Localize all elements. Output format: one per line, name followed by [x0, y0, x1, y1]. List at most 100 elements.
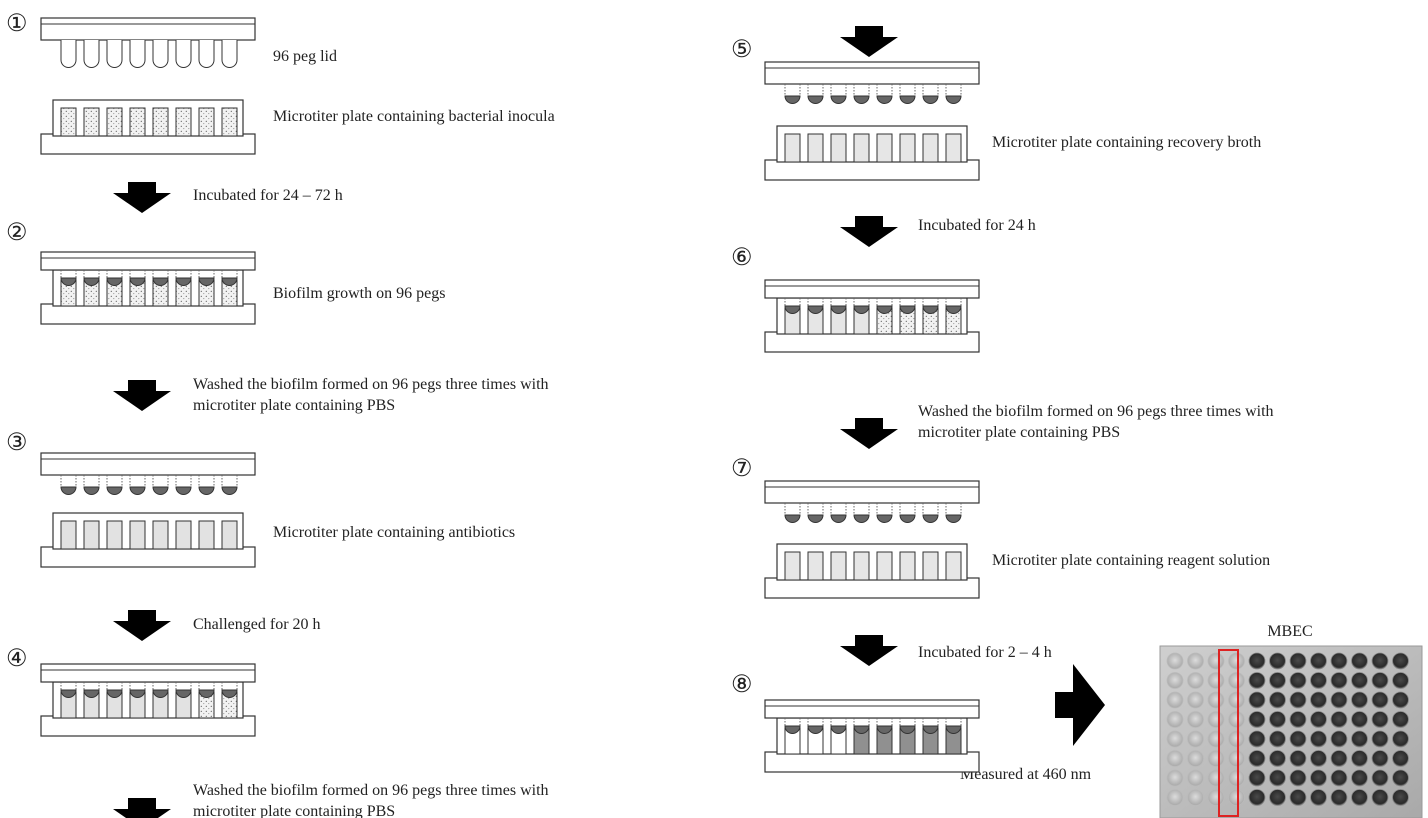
biofilm-peg: [784, 725, 801, 734]
biofilm-peg: [60, 689, 77, 698]
step-1-plate-label: Microtiter plate containing bacterial in…: [273, 108, 555, 125]
plate-well: [129, 520, 146, 550]
step-8-number: ⑧: [731, 672, 753, 698]
dark-well: [1269, 652, 1286, 670]
transition-6-text-line2: microtiter plate containing PBS: [918, 424, 1120, 441]
dark-well: [1371, 711, 1389, 728]
peg: [175, 40, 192, 68]
dark-well: [1392, 730, 1409, 748]
dark-well: [1248, 769, 1266, 787]
plate-well: [922, 551, 939, 581]
clear-well: [1166, 672, 1184, 689]
plate-well: [945, 551, 962, 581]
biofilm-peg: [853, 305, 870, 314]
dark-well: [1351, 691, 1368, 709]
dark-well: [1310, 711, 1327, 728]
clear-well: [1207, 652, 1225, 670]
dark-well: [1289, 730, 1307, 748]
clear-well: [1228, 730, 1245, 748]
step-2-number: ②: [6, 220, 28, 246]
biofilm-peg: [945, 305, 962, 314]
dark-well: [1310, 789, 1327, 806]
biofilm-peg: [945, 725, 962, 734]
dark-well: [1269, 691, 1286, 709]
peg: [198, 40, 215, 68]
clear-well: [1228, 711, 1245, 728]
clear-well: [1187, 789, 1204, 806]
plate-well: [152, 107, 169, 137]
dark-well: [1351, 769, 1368, 787]
plate-well: [830, 551, 847, 581]
transition-3-text: Challenged for 20 h: [193, 616, 321, 633]
dark-well: [1351, 711, 1368, 728]
clear-well: [1187, 691, 1204, 709]
plate-well: [876, 551, 893, 581]
dark-well: [1289, 711, 1307, 728]
plate-well: [807, 133, 824, 163]
mbec-title: MBEC: [1267, 623, 1312, 640]
biofilm-peg: [60, 277, 77, 286]
dark-well: [1310, 769, 1327, 787]
biofilm-peg: [830, 725, 847, 734]
biofilm-peg: [152, 689, 169, 698]
step-7-number: ⑦: [731, 456, 753, 482]
transition-2-text-line1: Washed the biofilm formed on 96 pegs thr…: [193, 376, 549, 393]
plate-well: [899, 551, 916, 581]
dark-well: [1371, 691, 1389, 709]
biofilm-peg: [784, 95, 801, 104]
clear-well: [1166, 730, 1184, 748]
step-7-plate-label: Microtiter plate containing reagent solu…: [992, 552, 1270, 569]
transition-7-text: Incubated for 2 – 4 h: [918, 644, 1052, 661]
plate-well: [106, 107, 123, 137]
peg: [83, 40, 100, 68]
biofilm-peg: [83, 277, 100, 286]
peg: [106, 40, 123, 68]
clear-well: [1166, 691, 1184, 709]
down-arrow-1: [113, 182, 171, 213]
plate-well: [221, 520, 238, 550]
biofilm-peg: [198, 689, 215, 698]
down-arrow-4: [113, 798, 171, 818]
dark-well: [1248, 691, 1266, 709]
peg-lid: [764, 480, 980, 523]
biofilm-peg: [83, 689, 100, 698]
biofilm-peg: [198, 486, 215, 495]
dark-well: [1392, 652, 1409, 670]
biofilm-peg: [830, 514, 847, 523]
plate-well: [198, 520, 215, 550]
plate-well: [83, 107, 100, 137]
clear-well: [1228, 769, 1245, 787]
clear-well: [1166, 750, 1184, 767]
clear-well: [1228, 652, 1245, 670]
biofilm-peg: [106, 277, 123, 286]
plate-well: [106, 520, 123, 550]
dark-well: [1392, 711, 1409, 728]
step-1-number: ①: [6, 11, 28, 37]
biofilm-peg: [876, 725, 893, 734]
dark-well: [1310, 652, 1327, 670]
biofilm-peg: [129, 486, 146, 495]
plate-well: [175, 520, 192, 550]
dark-well: [1392, 769, 1409, 787]
step-4-number: ④: [6, 646, 28, 672]
clear-well: [1166, 711, 1184, 728]
biofilm-peg: [175, 277, 192, 286]
plate-well: [807, 551, 824, 581]
clear-well: [1207, 691, 1225, 709]
dark-well: [1248, 750, 1266, 767]
dark-well: [1351, 652, 1368, 670]
peg-lid-label: 96 peg lid: [273, 48, 337, 65]
clear-well: [1207, 672, 1225, 689]
biofilm-peg: [175, 689, 192, 698]
peg: [152, 40, 169, 68]
dark-well: [1310, 730, 1327, 748]
plate-well: [830, 133, 847, 163]
dark-well: [1330, 652, 1348, 670]
biofilm-peg: [83, 486, 100, 495]
biofilm-peg: [60, 486, 77, 495]
transition-4-text-line1: Washed the biofilm formed on 96 pegs thr…: [193, 782, 549, 799]
peg: [221, 40, 238, 68]
dark-well: [1248, 730, 1266, 748]
microtiter-plate: [40, 99, 256, 155]
dark-well: [1392, 672, 1409, 689]
